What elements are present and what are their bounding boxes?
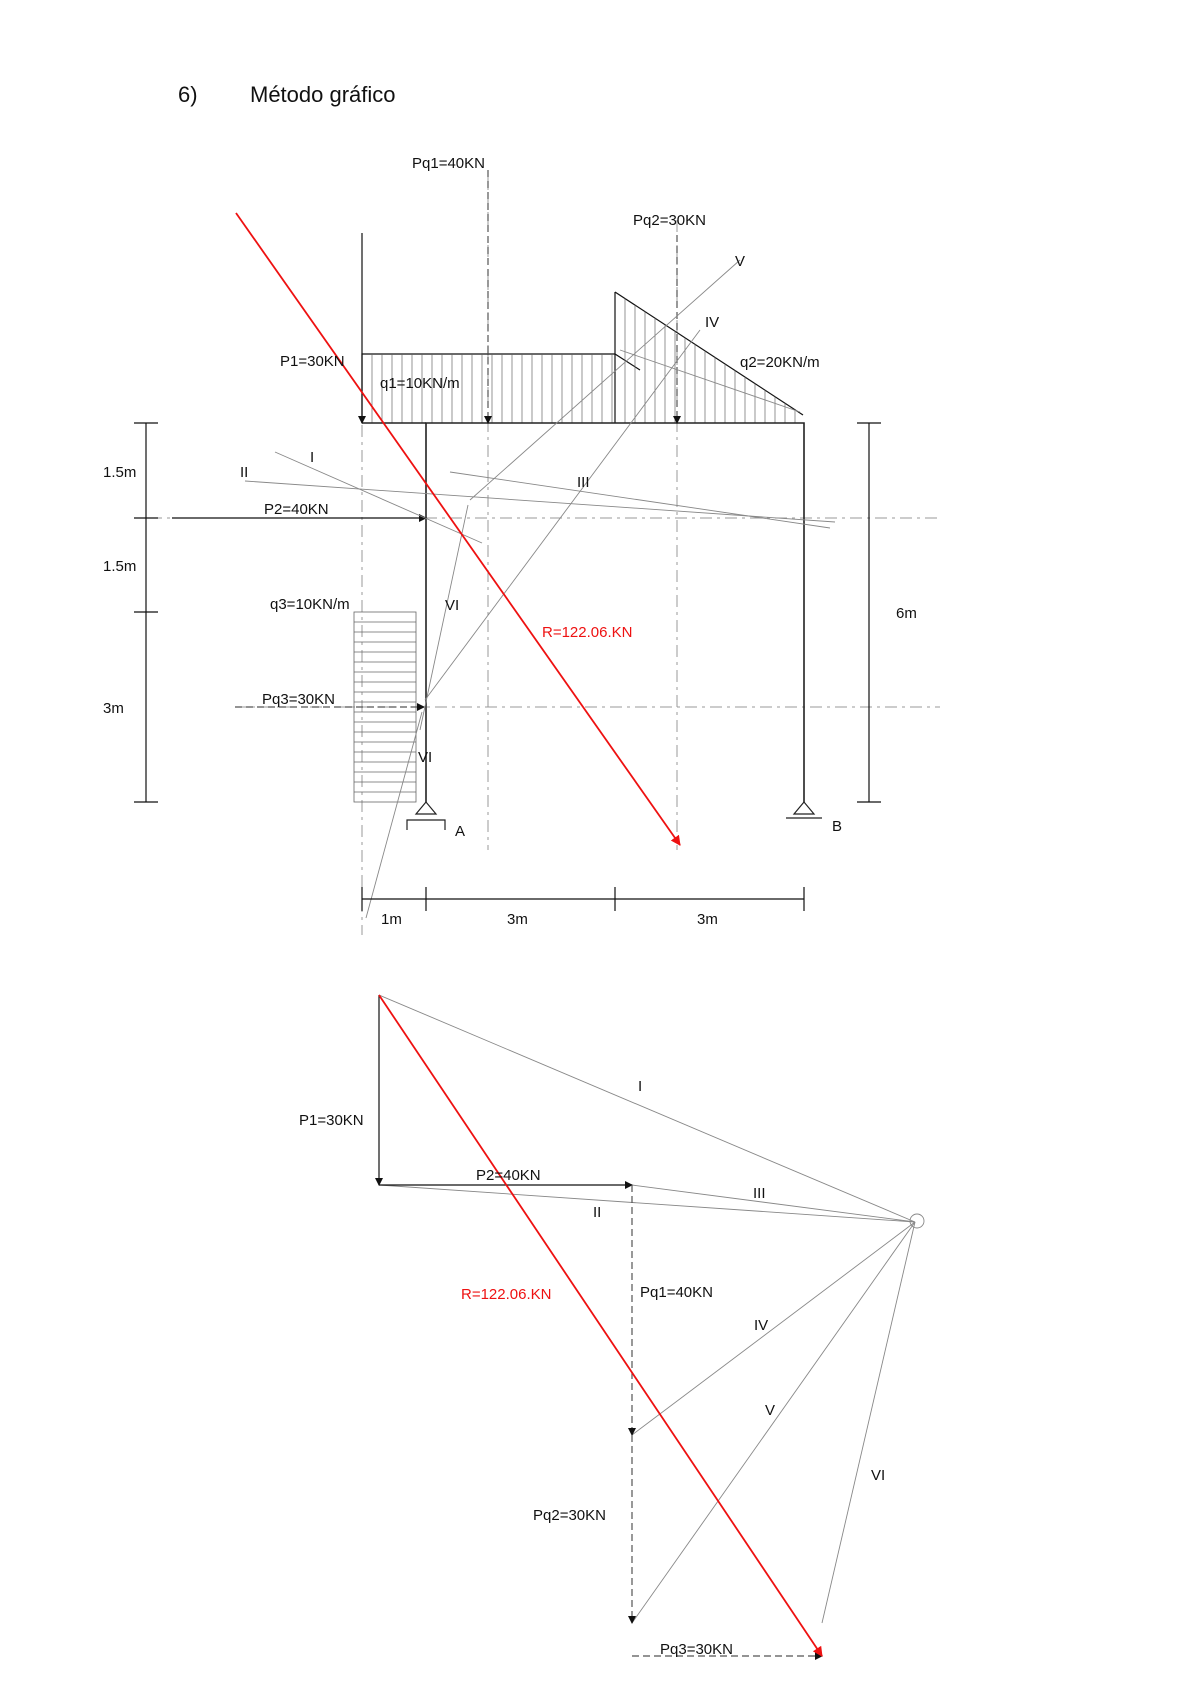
dim-bottom-2: 3m	[507, 911, 528, 928]
dim-left-2: 1.5m	[103, 558, 136, 575]
dimension-right	[857, 423, 881, 802]
poly-ray-ii-label: II	[593, 1204, 601, 1221]
p2-label: P2=40KN	[264, 501, 329, 518]
ray-vi-label-upper: VI	[445, 597, 459, 614]
poly-ray-vi-label: VI	[871, 1467, 885, 1484]
ray-vi-label-lower: VI	[418, 749, 432, 766]
poly-resultant-label: R=122.06.KN	[461, 1286, 551, 1303]
dimension-left	[134, 423, 158, 802]
dim-left-3: 3m	[103, 700, 124, 717]
ray-i-label: I	[310, 449, 314, 466]
dimension-bottom	[362, 887, 804, 911]
force-polygon: P1=30KN P2=40KN Pq1=40KN Pq2=30KN Pq3=30…	[299, 995, 924, 1658]
ray-ii-label: II	[240, 464, 248, 481]
resultant-label: R=122.06.KN	[542, 624, 632, 641]
poly-p2-label: P2=40KN	[476, 1167, 541, 1184]
ray-iii-label: III	[577, 474, 590, 491]
support-a-label: A	[455, 823, 465, 840]
structure-diagram: Pq1=40KN Pq2=30KN P1=30KN q1=10KN/m q2=2…	[103, 155, 940, 935]
poly-pq3-label: Pq3=30KN	[660, 1641, 733, 1658]
poly-ray-v-label: V	[765, 1402, 775, 1419]
poly-pq2-label: Pq2=30KN	[533, 1507, 606, 1524]
poly-pq1-label: Pq1=40KN	[640, 1284, 713, 1301]
pq2-label: Pq2=30KN	[633, 212, 706, 229]
q3-label: q3=10KN/m	[270, 596, 350, 613]
poly-ray-i-label: I	[638, 1078, 642, 1095]
dim-bottom-1: 1m	[381, 911, 402, 928]
poly-ray-iv-label: IV	[754, 1317, 768, 1334]
construction-lines	[150, 170, 940, 935]
resultant-arrow	[236, 213, 680, 845]
p1-label: P1=30KN	[280, 353, 345, 370]
support-a	[407, 802, 445, 830]
poly-ray-iii-label: III	[753, 1185, 766, 1202]
dim-bottom-3: 3m	[697, 911, 718, 928]
dim-left-1: 1.5m	[103, 464, 136, 481]
ray-iv-label: IV	[705, 314, 719, 331]
polygon-rays	[379, 995, 924, 1623]
dim-right: 6m	[896, 605, 917, 622]
pq3-label: Pq3=30KN	[262, 691, 335, 708]
support-b	[786, 802, 822, 818]
support-b-label: B	[832, 818, 842, 835]
q2-label: q2=20KN/m	[740, 354, 820, 371]
pq1-label: Pq1=40KN	[412, 155, 485, 172]
q1-label: q1=10KN/m	[380, 375, 460, 392]
ray-v-label: V	[735, 253, 745, 270]
poly-p1-label: P1=30KN	[299, 1112, 364, 1129]
